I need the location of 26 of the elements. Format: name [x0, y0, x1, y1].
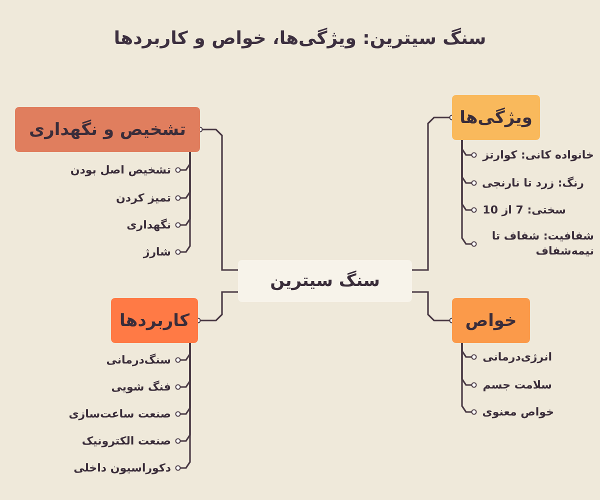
branch-topic-box: تشخیص و نگهداری [15, 107, 200, 152]
subtopic-label: نگهداری [125, 217, 178, 233]
branch-topic-box: کاربردها [111, 298, 198, 343]
subtopic-label: فنگ شویی [110, 379, 178, 395]
subtopic-label: سلامت جسم [474, 377, 552, 393]
branch-topic-box: ویژگی‌ها [452, 95, 540, 140]
connector-line [461, 140, 477, 247]
subtopic-label: صنعت الکترونیک [80, 433, 178, 449]
subtopic-label: تشخیص اصل بودن [69, 162, 178, 178]
connector-line [175, 152, 191, 255]
subtopic-label: خواص معنوی [474, 404, 554, 420]
subtopic-label: دکوراسیون داخلی [72, 460, 178, 476]
central-topic-box: سنگ سیترین [238, 260, 412, 302]
subtopic-label: خانواده کانی: کوارتز [474, 147, 594, 163]
connector-line [175, 343, 191, 471]
connector-line [461, 343, 477, 415]
subtopic-label: شفافیت: شفاف تا نیمه‌شفاف [474, 228, 594, 260]
branch-topic-box: خواص [452, 298, 530, 343]
subtopic-label: سختی: 7 از 10 [474, 202, 566, 218]
subtopic-label: تمیز کردن [115, 190, 178, 206]
subtopic-label: سنگ‌درمانی [105, 352, 178, 368]
subtopic-label: شارژ [142, 244, 178, 260]
subtopic-label: صنعت ساعت‌سازی [67, 406, 178, 422]
subtopic-label: رنگ: زرد تا نارنجی [474, 175, 584, 191]
subtopic-label: انرژی‌درمانی [474, 349, 552, 365]
diagram-title: سنگ سیترین: ویژگی‌ها، خواص و کاربردها [112, 28, 488, 49]
